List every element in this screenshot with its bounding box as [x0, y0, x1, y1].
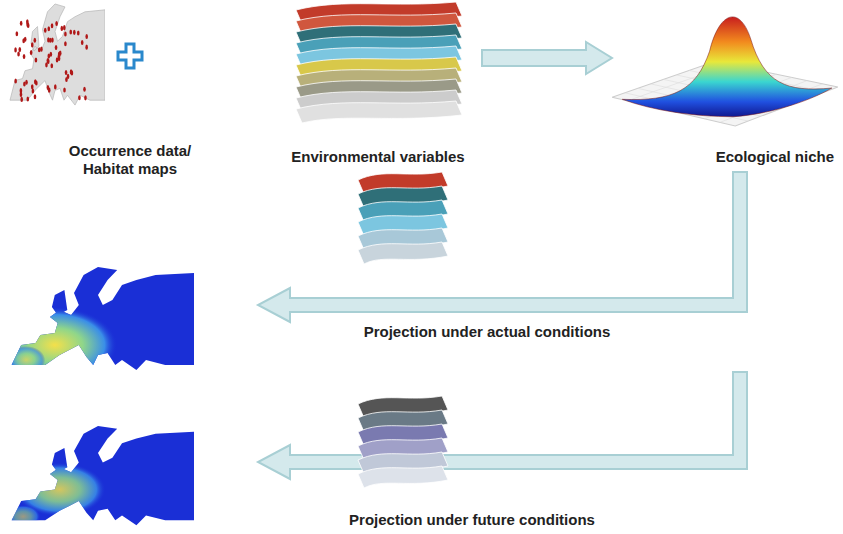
occurrence-dot	[48, 88, 51, 93]
occurrence-dot	[55, 45, 58, 50]
caption: Occurrence data/ Habitat maps	[45, 142, 215, 178]
occurrence-dot	[69, 29, 72, 34]
occurrence-dot	[30, 50, 33, 55]
occurrence-dot	[20, 21, 23, 26]
occurrence-dot	[48, 26, 51, 31]
arrow-label: Projection under future conditions	[347, 511, 597, 528]
occurrence-dot	[35, 57, 38, 62]
occurrence-dot	[27, 96, 30, 101]
occurrence-dot	[31, 42, 34, 47]
occurrence-dot	[51, 63, 54, 68]
occurrence-dot	[70, 69, 73, 74]
occurrence-dot	[73, 30, 76, 35]
occurrence-dot	[20, 97, 23, 102]
projection-map-future	[6, 426, 194, 528]
occurrence-dot	[19, 47, 22, 52]
occurrence-dot	[54, 84, 57, 89]
projection-arrow	[258, 372, 747, 479]
projection-arrow	[258, 172, 747, 322]
occurrence-dot	[81, 40, 84, 45]
projection-map-actual	[0, 267, 194, 383]
occurrence-dot	[63, 25, 66, 30]
occurrence-dot	[77, 30, 80, 35]
occurrence-dot	[49, 38, 52, 43]
occurrence-dot	[44, 28, 47, 33]
variable-layer	[358, 242, 448, 264]
occurrence-dot	[83, 87, 86, 92]
occurrence-dot	[63, 87, 66, 92]
occurrence-dot	[14, 78, 17, 83]
flow-arrow	[482, 42, 612, 74]
occurrence-dot	[64, 41, 67, 46]
occurrence-dot	[58, 56, 61, 61]
occurrence-dot	[23, 81, 26, 86]
occurrence-dot	[31, 84, 34, 89]
occurrence-dot	[51, 23, 54, 28]
occurrence-dot	[34, 38, 37, 43]
occurrence-dot	[64, 31, 67, 36]
occurrence-dot	[34, 79, 37, 84]
plus-sign	[118, 44, 142, 68]
occurrence-dot	[61, 26, 64, 31]
figure-node: Occurrence data/ Habitat maps	[20, 0, 240, 178]
occurrence-dot	[23, 54, 26, 59]
occurrence-map	[10, 4, 105, 105]
figure-node: Environmental variables	[280, 0, 476, 166]
occurrence-dot	[16, 31, 19, 36]
variable-layer	[296, 101, 462, 123]
niche-surface	[612, 17, 838, 126]
occurrence-dot	[26, 19, 29, 24]
occurrence-dot	[24, 37, 27, 42]
occurrence-dot	[20, 92, 23, 97]
occurrence-dot	[85, 34, 88, 39]
occurrence-dot	[85, 45, 88, 50]
caption: Environmental variables	[280, 148, 476, 166]
caption: Ecological niche	[608, 148, 834, 166]
occurrence-dot	[65, 70, 68, 75]
occurrence-dot	[34, 94, 37, 99]
occurrence-dot	[50, 52, 53, 57]
occurrence-dot	[71, 70, 74, 75]
occurrence-dot	[67, 74, 70, 79]
occurrence-dot	[47, 58, 50, 63]
occurrence-dot	[17, 51, 20, 56]
arrow-label: Projection under actual conditions	[362, 323, 613, 340]
occurrence-dot	[84, 95, 87, 100]
occurrence-dot	[55, 21, 58, 26]
occurrence-dot	[14, 47, 17, 52]
variable-layer	[358, 466, 448, 488]
figure-node: Ecological niche	[612, 0, 838, 166]
occurrence-dot	[78, 95, 81, 100]
occurrence-dot	[45, 62, 48, 67]
occurrence-dot	[38, 47, 41, 52]
